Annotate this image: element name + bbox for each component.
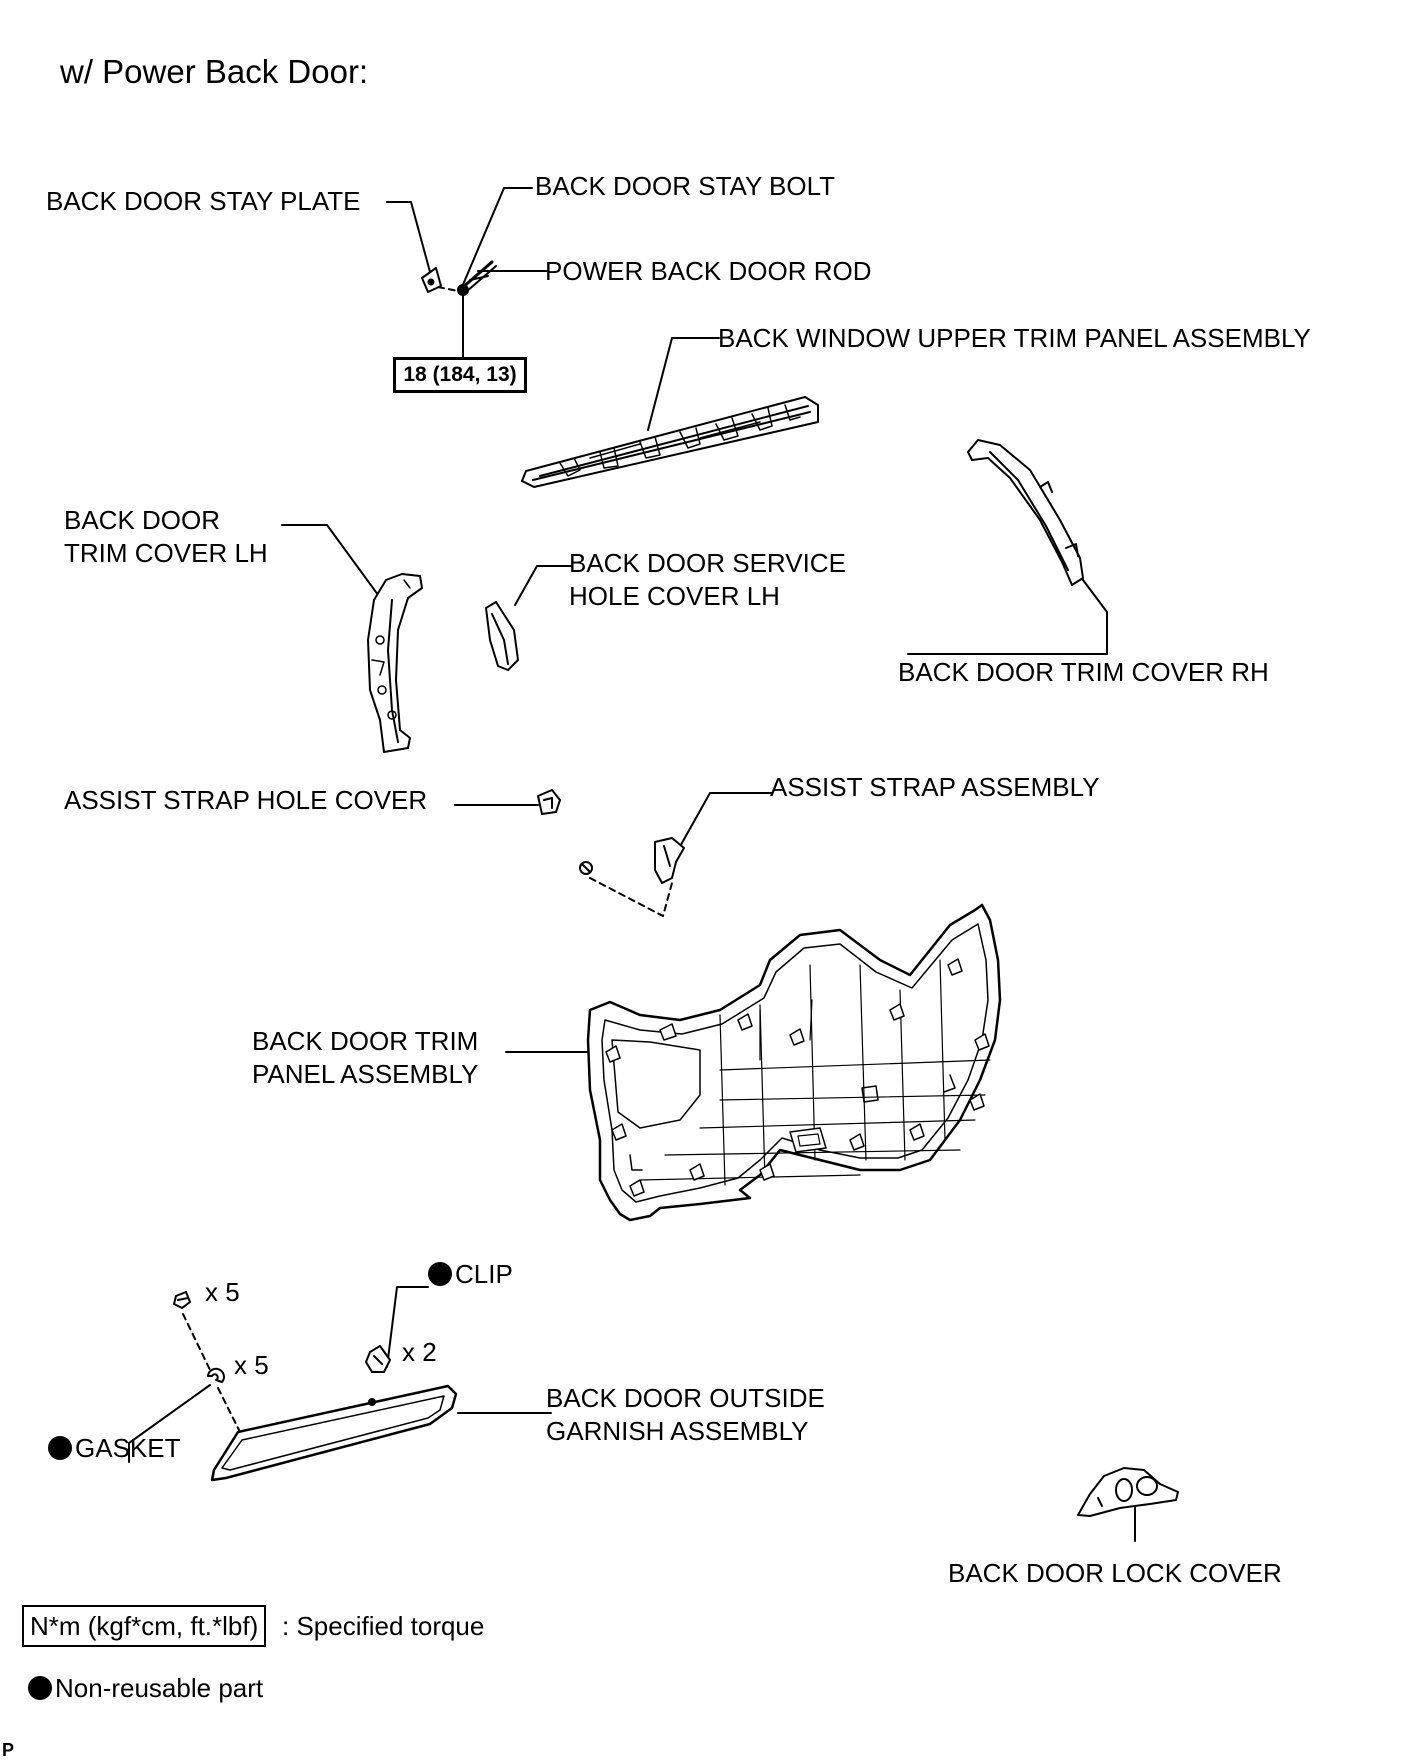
back-door-service-hole-cover: [485, 601, 519, 671]
label-stay-plate: BACK DOOR STAY PLATE: [46, 186, 361, 216]
label-strap-hole-cover: ASSIST STRAP HOLE COVER: [64, 785, 428, 815]
assist-strap-assembly: [654, 837, 685, 884]
back-door-trim-cover-lh: [367, 573, 423, 753]
gasket-text: GASKET: [75, 1433, 181, 1463]
label-power-back-door-rod: POWER BACK DOOR ROD: [545, 256, 872, 286]
legend-torque-desc: : Specified torque: [282, 1611, 485, 1641]
label-trim-panel-line1: BACK DOOR TRIM: [252, 1026, 479, 1056]
page-mark: P: [2, 1740, 15, 1760]
label-trim-panel-line2: PANEL ASSEMBLY: [252, 1059, 479, 1089]
torque-spec: 18 (184, 13): [393, 357, 527, 393]
back-door-trim-cover-rh: [967, 439, 1084, 586]
clip-x5: [173, 1291, 191, 1309]
label-trim-cover-rh: BACK DOOR TRIM COVER RH: [898, 657, 1269, 687]
back-door-trim-panel-assembly: [586, 903, 1002, 1222]
clip-text: CLIP: [455, 1259, 513, 1289]
leader-lines: [128, 187, 1136, 1542]
non-reusable-dot-icon: [28, 1676, 52, 1700]
qty-gasket-x5: x 5: [234, 1350, 269, 1380]
legend-nonreusable-text: Non-reusable part: [55, 1673, 264, 1703]
back-door-stay-plate: [421, 267, 442, 293]
label-service-hole-line2: HOLE COVER LH: [569, 581, 780, 611]
label-garnish-line2: GARNISH ASSEMBLY: [546, 1416, 809, 1446]
non-reusable-dot-icon: [428, 1262, 452, 1286]
back-door-outside-garnish: [210, 1384, 458, 1482]
qty-clip-x2: x 2: [402, 1337, 437, 1367]
label-service-hole-line1: BACK DOOR SERVICE: [569, 548, 846, 578]
clip-x2: [365, 1345, 391, 1373]
back-window-upper-trim-panel: [521, 396, 819, 488]
back-door-lock-cover: [1077, 1467, 1179, 1517]
label-trim-cover-lh-line2: TRIM COVER LH: [64, 538, 268, 568]
label-window-trim-panel: BACK WINDOW UPPER TRIM PANEL ASSEMBLY: [718, 323, 1311, 353]
qty-clip-x5: x 5: [205, 1277, 240, 1307]
label-clip: CLIP: [428, 1257, 513, 1291]
label-stay-bolt: BACK DOOR STAY BOLT: [535, 171, 836, 201]
page-title: w/ Power Back Door:: [60, 53, 369, 90]
legend-nonreusable: Non-reusable part: [28, 1671, 263, 1705]
legend-torque-box: N*m (kgf*cm, ft.*lbf): [22, 1605, 267, 1647]
strap-screw: [579, 861, 593, 875]
label-garnish-line1: BACK DOOR OUTSIDE: [546, 1383, 825, 1413]
gasket-x5: [207, 1367, 225, 1383]
power-back-door-rod: [457, 260, 497, 296]
label-strap-assembly: ASSIST STRAP ASSEMBLY: [770, 772, 1100, 802]
non-reusable-dot-icon: [48, 1436, 72, 1460]
label-lock-cover: BACK DOOR LOCK COVER: [948, 1558, 1282, 1588]
label-trim-cover-lh-line1: BACK DOOR: [64, 505, 221, 535]
assist-strap-hole-cover: [537, 789, 561, 815]
assembly-dashed-lines: [182, 286, 673, 1445]
label-gasket: GASKET: [48, 1431, 180, 1465]
